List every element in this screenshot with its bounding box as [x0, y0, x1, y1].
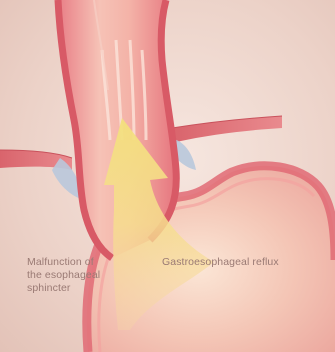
sphincter-label: Malfunction of the esophageal sphincter [27, 256, 117, 295]
sphincter-label-line-1: Malfunction of [27, 256, 117, 269]
sphincter-label-line-3: sphincter [27, 282, 117, 295]
reflux-label: Gastroesophageal reflux [162, 256, 312, 269]
sphincter-label-line-2: the esophageal [27, 269, 117, 282]
